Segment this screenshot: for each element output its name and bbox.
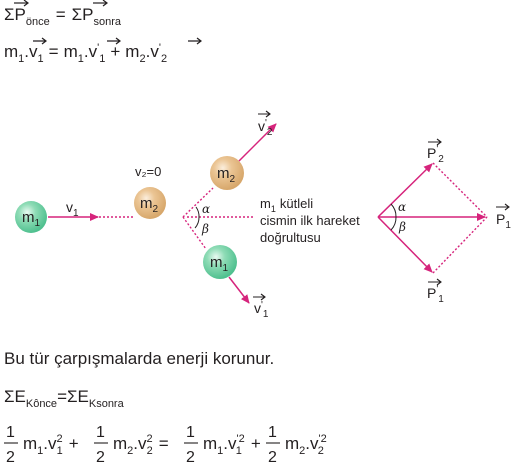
svg-text:1: 1	[6, 424, 15, 441]
p1-label: P1	[496, 211, 511, 231]
svg-text:ΣEKônce=ΣEKsonra: ΣEKônce=ΣEKsonra	[4, 387, 125, 410]
beta-angle-arc	[194, 216, 200, 229]
svg-text:m1.v1=m1.v'1+m2.v'2: m1.v1=m1.v'1+m2.v'2	[4, 42, 167, 65]
svg-text:2: 2	[268, 449, 277, 466]
v2-prime-label: v'2	[258, 118, 273, 138]
svg-text:2: 2	[96, 449, 105, 466]
alpha-angle-arc	[195, 206, 200, 218]
scatter-m1-dotted	[182, 216, 207, 250]
alpha-label: α	[202, 202, 210, 216]
ball-m2-after	[210, 156, 244, 190]
vector-beta-arc	[390, 216, 397, 231]
svg-text:m2.v'22: m2.v'22	[285, 433, 327, 457]
ball-m2-before-label: m2	[140, 195, 159, 215]
momentum-vector-diagram: α β P'2 P1 P'1	[377, 138, 511, 305]
ball-m1-before-label: m1	[22, 209, 41, 229]
ball-m2-before	[134, 187, 166, 219]
svg-text:m1.v'21+: m1.v'21+	[203, 433, 261, 457]
svg-text:1: 1	[186, 424, 195, 441]
svg-text:m1.v21+: m1.v21+	[23, 433, 79, 457]
svg-text:1: 1	[96, 424, 105, 441]
v1-label: v1	[66, 199, 79, 219]
v2-prime-arrow	[238, 123, 277, 162]
svg-text:2: 2	[6, 449, 15, 466]
p1-prime-vector-arrow	[377, 216, 433, 273]
p2-prime-vector-arrow	[377, 163, 433, 218]
v1-prime-label: v'1	[254, 300, 269, 320]
energy-conservation-statement: Bu tür çarpışmalarda enerji korunur.	[4, 349, 274, 368]
svg-text:2: 2	[186, 449, 195, 466]
p2-prime-label: P'2	[427, 144, 444, 165]
vector-alpha-arc	[390, 203, 397, 218]
ball-m1-after-label: m1	[210, 254, 229, 274]
momentum-terms-equation: m1.v1=m1.v'1+m2.v'2	[4, 37, 202, 65]
beta-label: β	[201, 222, 209, 236]
v2-zero-label: v₂=0	[135, 164, 161, 179]
momentum-sum-equation: ΣPönce=ΣPsonra	[4, 0, 122, 28]
ball-m2-after-label: m2	[217, 165, 236, 185]
p1-prime-label: P'1	[427, 284, 444, 305]
svg-text:1: 1	[268, 424, 277, 441]
parallelogram-top-dotted	[432, 162, 488, 218]
parallelogram-bottom-dotted	[432, 216, 488, 274]
svg-text:m2.v22=: m2.v22=	[113, 433, 169, 457]
vector-alpha-label: α	[398, 200, 406, 214]
ball-m1-before	[15, 201, 47, 233]
scatter-m2-dotted	[182, 187, 214, 218]
energy-sum-equation: ΣEKônce=ΣEKsonra	[4, 387, 125, 410]
svg-text:ΣPönce=ΣPsonra: ΣPönce=ΣPsonra	[4, 5, 122, 28]
v1-prime-arrow	[228, 276, 250, 304]
ball-m1-after	[203, 245, 237, 279]
vector-beta-label: β	[398, 220, 406, 234]
